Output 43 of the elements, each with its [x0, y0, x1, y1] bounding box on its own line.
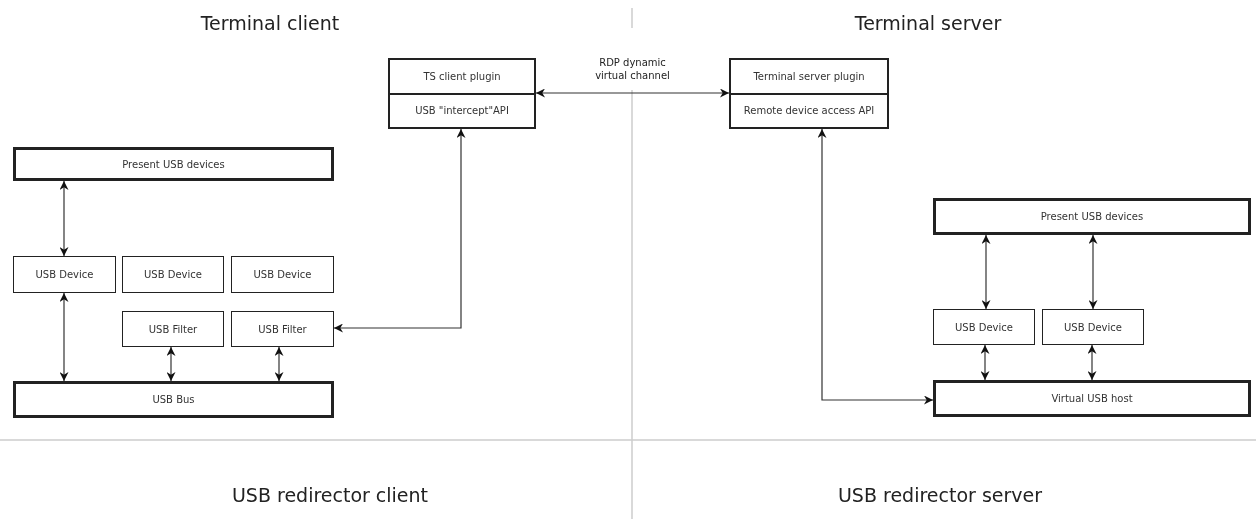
connector-arrow	[59, 180, 69, 257]
box-label: USB Device	[954, 320, 1014, 335]
process-box	[13, 147, 334, 181]
connector-arrow	[59, 292, 69, 382]
section-heading: USB redirector server	[837, 484, 1043, 506]
box-label: TS client plugin	[422, 69, 502, 84]
process-box	[1042, 309, 1144, 345]
connector-arrow	[333, 128, 466, 333]
process-box	[933, 198, 1251, 235]
process-box	[933, 309, 1035, 345]
connector-arrow	[535, 88, 730, 98]
process-box	[13, 256, 116, 293]
process-box	[122, 311, 224, 347]
box-label: USB Device	[34, 268, 95, 282]
process-box	[933, 380, 1251, 417]
box-label: USB Device	[143, 268, 203, 282]
box-label: Remote device access API	[731, 92, 887, 127]
process-box	[122, 256, 224, 293]
process-box	[729, 58, 889, 129]
box-label: USB Bus	[151, 393, 196, 407]
connector-arrow	[817, 128, 934, 405]
connector-arrow	[981, 234, 991, 310]
process-box	[231, 256, 334, 293]
section-heading: USB redirector client	[231, 484, 429, 506]
connector-arrow	[274, 346, 284, 382]
connector-arrow	[166, 346, 176, 382]
box-label: USB Filter	[147, 322, 199, 337]
process-box	[231, 311, 334, 347]
box-label: USB Device	[1063, 320, 1123, 335]
connector-arrow	[1087, 344, 1097, 381]
section-heading: Terminal client	[200, 12, 340, 34]
process-box	[388, 58, 536, 129]
connector-arrow	[1088, 234, 1098, 310]
box-label: Present USB devices	[121, 157, 226, 172]
connector-arrow	[980, 344, 990, 381]
box-label: Terminal server plugin	[752, 69, 866, 84]
box-label: USB "intercept"API	[390, 92, 534, 127]
section-heading: Terminal server	[854, 12, 1002, 34]
box-label: Present USB devices	[1039, 210, 1145, 224]
process-box	[13, 381, 334, 418]
box-label: Virtual USB host	[1050, 392, 1134, 406]
box-label: USB Device	[252, 268, 313, 282]
box-label: USB Filter	[257, 322, 308, 337]
